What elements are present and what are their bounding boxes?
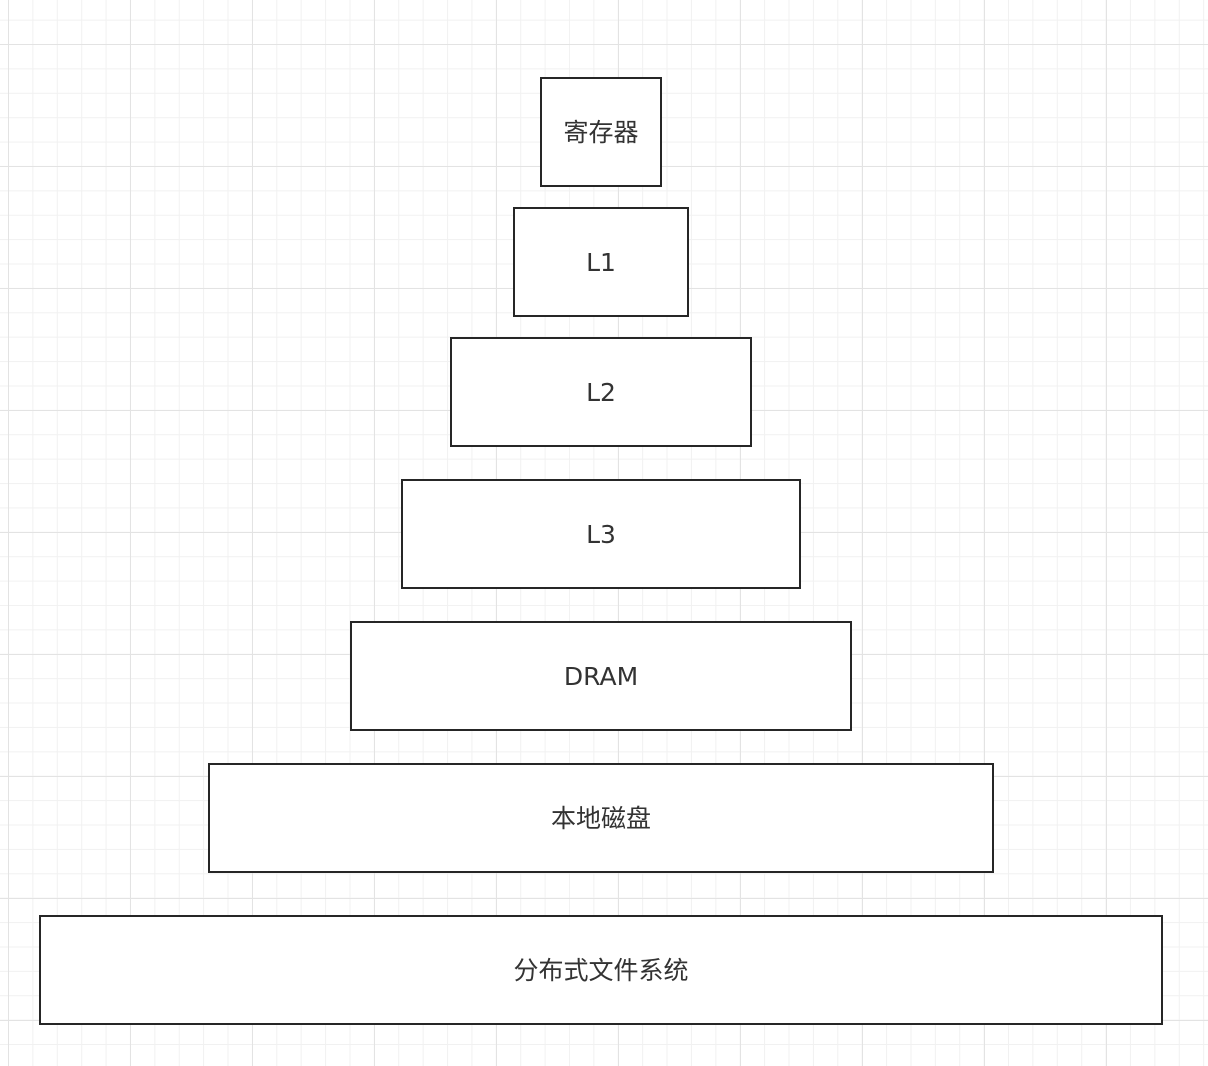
level-label-dram: DRAM — [563, 661, 639, 691]
level-box-l2[interactable]: L2 — [450, 337, 752, 447]
level-label-l2: L2 — [586, 377, 616, 407]
level-box-register[interactable]: 寄存器 — [540, 77, 662, 187]
level-box-l1[interactable]: L1 — [513, 207, 689, 317]
level-label-l1: L1 — [586, 247, 616, 277]
level-box-distributed-fs[interactable]: 分布式文件系统 — [39, 915, 1163, 1025]
level-label-local-disk: 本地磁盘 — [550, 803, 651, 833]
level-label-register: 寄存器 — [563, 117, 639, 147]
level-box-local-disk[interactable]: 本地磁盘 — [208, 763, 994, 873]
level-label-l3: L3 — [586, 519, 616, 549]
level-label-distributed-fs: 分布式文件系统 — [513, 955, 689, 985]
level-box-l3[interactable]: L3 — [401, 479, 801, 589]
level-box-dram[interactable]: DRAM — [350, 621, 852, 731]
